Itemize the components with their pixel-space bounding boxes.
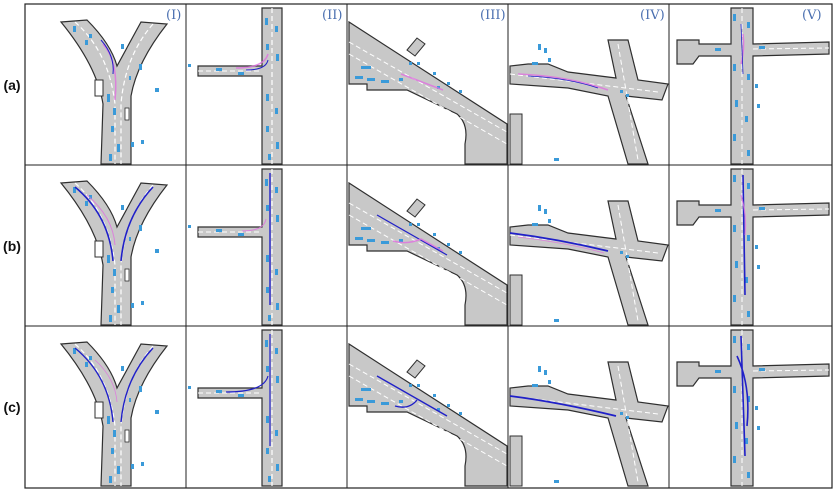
panel-c-III [348,343,508,487]
panel-b-I [60,180,168,326]
row-label-a: (a) [3,77,21,93]
panel-a-V [676,7,830,165]
column-label-III: (III) [480,8,506,23]
row-label-b: (b) [3,238,21,254]
panel-b-IV [509,200,669,326]
panel-a-III [348,21,508,165]
column-label-II: (II) [322,8,343,23]
column-label-IV: (IV) [640,8,665,23]
panel-c-V [676,329,830,487]
panel-a-II [187,7,283,165]
panel-c-I [60,341,168,487]
panel-c-IV [509,361,669,487]
panel-a-IV [509,39,669,165]
row-label-c: (c) [3,399,21,415]
column-label-V: (V) [802,8,822,23]
panel-b-II [187,168,283,326]
panel-b-III [348,182,508,326]
column-label-I: (I) [166,8,182,23]
panel-b-V [676,168,830,326]
panel-a-I [60,19,168,165]
panel-c-II [187,329,283,487]
